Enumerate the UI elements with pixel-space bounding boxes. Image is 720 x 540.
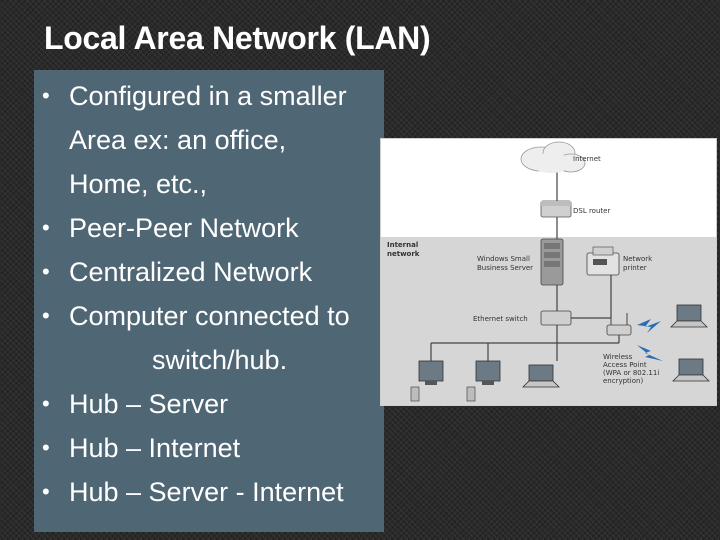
bullet-panel: • Configured in a smaller Area ex: an of… xyxy=(34,70,384,532)
bullet-item: • Centralized Network xyxy=(34,250,384,294)
internet-label: Internet xyxy=(573,155,601,163)
server-icon xyxy=(540,238,564,286)
bullet-line: Peer-Peer Network xyxy=(69,213,299,243)
bullet-line: switch/hub. xyxy=(152,345,288,375)
bullet-dot: • xyxy=(42,435,50,460)
wireless-signal-icon xyxy=(637,319,663,361)
switch-label: Ethernet switch xyxy=(473,315,528,323)
bullet-dot: • xyxy=(42,479,50,504)
laptop-icon xyxy=(522,364,560,388)
desktop-icon xyxy=(410,360,444,402)
slide-title: Local Area Network (LAN) xyxy=(44,20,431,56)
bullet-item: • Configured in a smaller Area ex: an of… xyxy=(34,74,384,206)
bullet-dot: • xyxy=(42,391,50,416)
server-label: Windows Small Business Server xyxy=(477,255,533,272)
bullet-item: • Hub – Server xyxy=(34,382,384,426)
bullet-line: Computer connected to xyxy=(69,301,350,331)
lan-diagram: Internet DSL router Internal network Win… xyxy=(380,138,717,406)
laptop-icon xyxy=(670,304,708,328)
printer-icon xyxy=(586,246,620,276)
bullet-dot: • xyxy=(42,83,50,108)
network-links xyxy=(430,167,620,361)
bullet-dot: • xyxy=(42,303,50,328)
switch-icon xyxy=(540,310,572,326)
bullet-item: • Hub – Internet xyxy=(34,426,384,470)
bullet-line: Hub – Server xyxy=(69,389,229,419)
bullet-line: Centralized Network xyxy=(69,257,313,287)
internal-network-label: Internal network xyxy=(387,241,421,258)
desktop-icon xyxy=(466,360,501,402)
bullet-item: • Peer-Peer Network xyxy=(34,206,384,250)
bullet-dot: • xyxy=(42,215,50,240)
dsl-router-label: DSL router xyxy=(573,207,610,215)
bullet-line: Home, etc., xyxy=(69,169,208,199)
bullet-line: Hub – Server - Internet xyxy=(69,477,344,507)
bullet-dot: • xyxy=(42,259,50,284)
access-point-label: Wireless Access Point (WPA or 802.11i en… xyxy=(603,353,662,385)
bullet-line: Hub – Internet xyxy=(69,433,241,463)
bullet-line: Area ex: an office, xyxy=(69,125,287,155)
bullet-item: • Hub – Server - Internet xyxy=(34,470,384,514)
cloud-icon xyxy=(520,141,586,173)
bullet-list: • Configured in a smaller Area ex: an of… xyxy=(34,74,384,514)
router-icon xyxy=(540,200,572,218)
access-point-icon xyxy=(606,313,632,336)
bullet-item: • Computer connected to switch/hub. xyxy=(34,294,384,382)
printer-label: Network printer xyxy=(623,255,654,272)
laptop-icon xyxy=(672,358,710,382)
bullet-line: Configured in a smaller xyxy=(69,81,347,111)
